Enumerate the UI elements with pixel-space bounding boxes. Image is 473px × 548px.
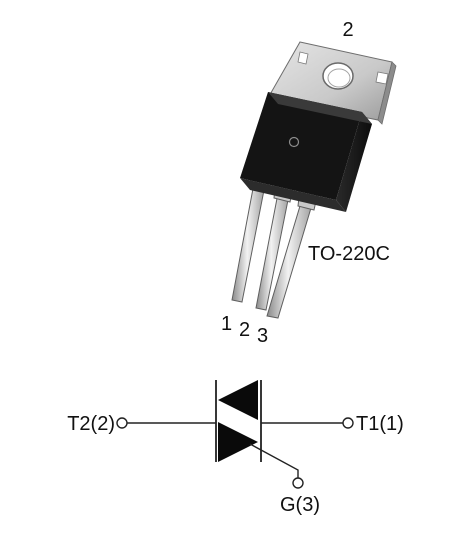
gate-label: G(3)	[280, 494, 320, 516]
gate-terminal-circle	[292, 477, 304, 489]
triac-symbol: T2(2) T1(1) G(3)	[67, 380, 404, 516]
lead-label-1: 1	[221, 313, 232, 335]
t2-label: T2(2)	[67, 413, 115, 435]
lower-triangle	[218, 422, 258, 462]
t1-terminal-circle	[342, 417, 354, 429]
upper-triangle	[218, 380, 258, 420]
gate-wire	[249, 443, 299, 478]
t1-label: T1(1)	[356, 413, 404, 435]
to220-package: 2 TO-220C 1 2 3	[221, 19, 397, 347]
molded-body	[240, 92, 372, 212]
package-name-label: TO-220C	[308, 243, 390, 265]
lead-label-2: 2	[239, 319, 250, 341]
lead-label-3: 3	[257, 325, 268, 347]
t2-terminal-circle	[116, 417, 128, 429]
body-marking-dot	[288, 136, 300, 148]
tab-pin-label: 2	[342, 19, 353, 41]
